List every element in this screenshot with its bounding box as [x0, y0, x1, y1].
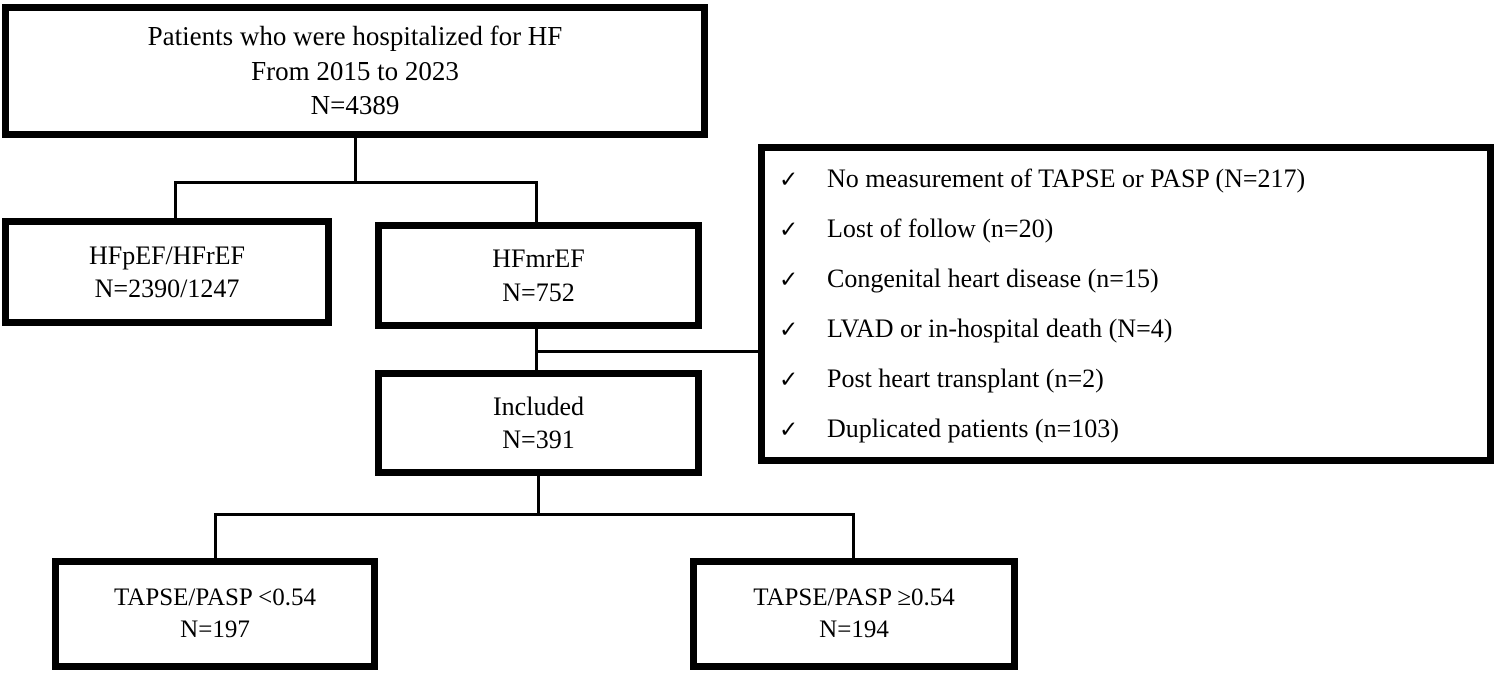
connector-split-bottom [214, 513, 539, 516]
connector-cohort-stem [354, 138, 357, 183]
node-low-ratio: TAPSE/PASP <0.54 N=197 [52, 558, 378, 670]
exclusion-item-label: Congenital heart disease (n=15) [827, 264, 1159, 293]
exclusion-item: ✓ Lost of follow (n=20) [779, 214, 1487, 264]
node-hfpef-hfref-line1: HFpEF/HFrEF [88, 240, 246, 270]
node-high-ratio: TAPSE/PASP ≥0.54 N=194 [690, 558, 1018, 670]
check-icon: ✓ [779, 217, 799, 242]
node-low-ratio-line1: TAPSE/PASP <0.54 [114, 584, 316, 611]
node-cohort-line1: Patients who were hospitalized for HF [147, 21, 563, 52]
exclusion-item: ✓ Post heart transplant (n=2) [779, 364, 1487, 414]
node-hfpef-hfref-line2: N=2390/1247 [94, 274, 240, 303]
node-high-ratio-line1: TAPSE/PASP ≥0.54 [753, 584, 955, 611]
node-hfmref-line1: HFmrEF [492, 244, 585, 274]
node-included-line1: Included [493, 391, 584, 421]
connector-split-top [174, 181, 538, 184]
check-icon: ✓ [779, 417, 799, 442]
check-icon: ✓ [779, 167, 799, 192]
exclusion-item-label: No measurement of TAPSE or PASP (N=217) [827, 164, 1306, 193]
connector-drop-high-ratio [852, 513, 855, 559]
exclusion-item-label: LVAD or in-hospital death (N=4) [827, 314, 1173, 343]
exclusion-item: ✓ Congenital heart disease (n=15) [779, 264, 1487, 314]
node-high-ratio-line2: N=194 [819, 616, 889, 643]
connector-to-exclusions [535, 350, 761, 353]
connector-split-bottom-right [537, 513, 854, 516]
node-hfmref-line2: N=752 [502, 277, 575, 307]
exclusion-item: ✓ LVAD or in-hospital death (N=4) [779, 314, 1487, 364]
node-cohort: Patients who were hospitalized for HF Fr… [2, 4, 708, 138]
node-hfpef-hfref: HFpEF/HFrEF N=2390/1247 [2, 218, 332, 326]
exclusion-item-label: Duplicated patients (n=103) [827, 414, 1119, 443]
node-exclusion-criteria: ✓ No measurement of TAPSE or PASP (N=217… [758, 144, 1494, 464]
node-low-ratio-line2: N=197 [180, 616, 250, 643]
node-included: Included N=391 [375, 370, 702, 476]
node-cohort-line2: From 2015 to 2023 [251, 55, 459, 86]
connector-drop-low-ratio [214, 513, 217, 559]
connector-included-stem [537, 476, 540, 515]
exclusion-item-label: Post heart transplant (n=2) [827, 364, 1104, 393]
check-icon: ✓ [779, 267, 799, 292]
exclusion-item: ✓ Duplicated patients (n=103) [779, 414, 1487, 464]
connector-drop-hfpef [174, 181, 177, 219]
exclusion-item: ✓ No measurement of TAPSE or PASP (N=217… [779, 164, 1487, 214]
node-included-line2: N=391 [502, 425, 575, 454]
node-hfmref: HFmrEF N=752 [375, 222, 702, 329]
connector-drop-hfmref [535, 181, 538, 223]
exclusion-item-label: Lost of follow (n=20) [827, 214, 1054, 243]
check-icon: ✓ [779, 367, 799, 392]
check-icon: ✓ [779, 317, 799, 342]
node-cohort-line3: N=4389 [310, 90, 400, 121]
